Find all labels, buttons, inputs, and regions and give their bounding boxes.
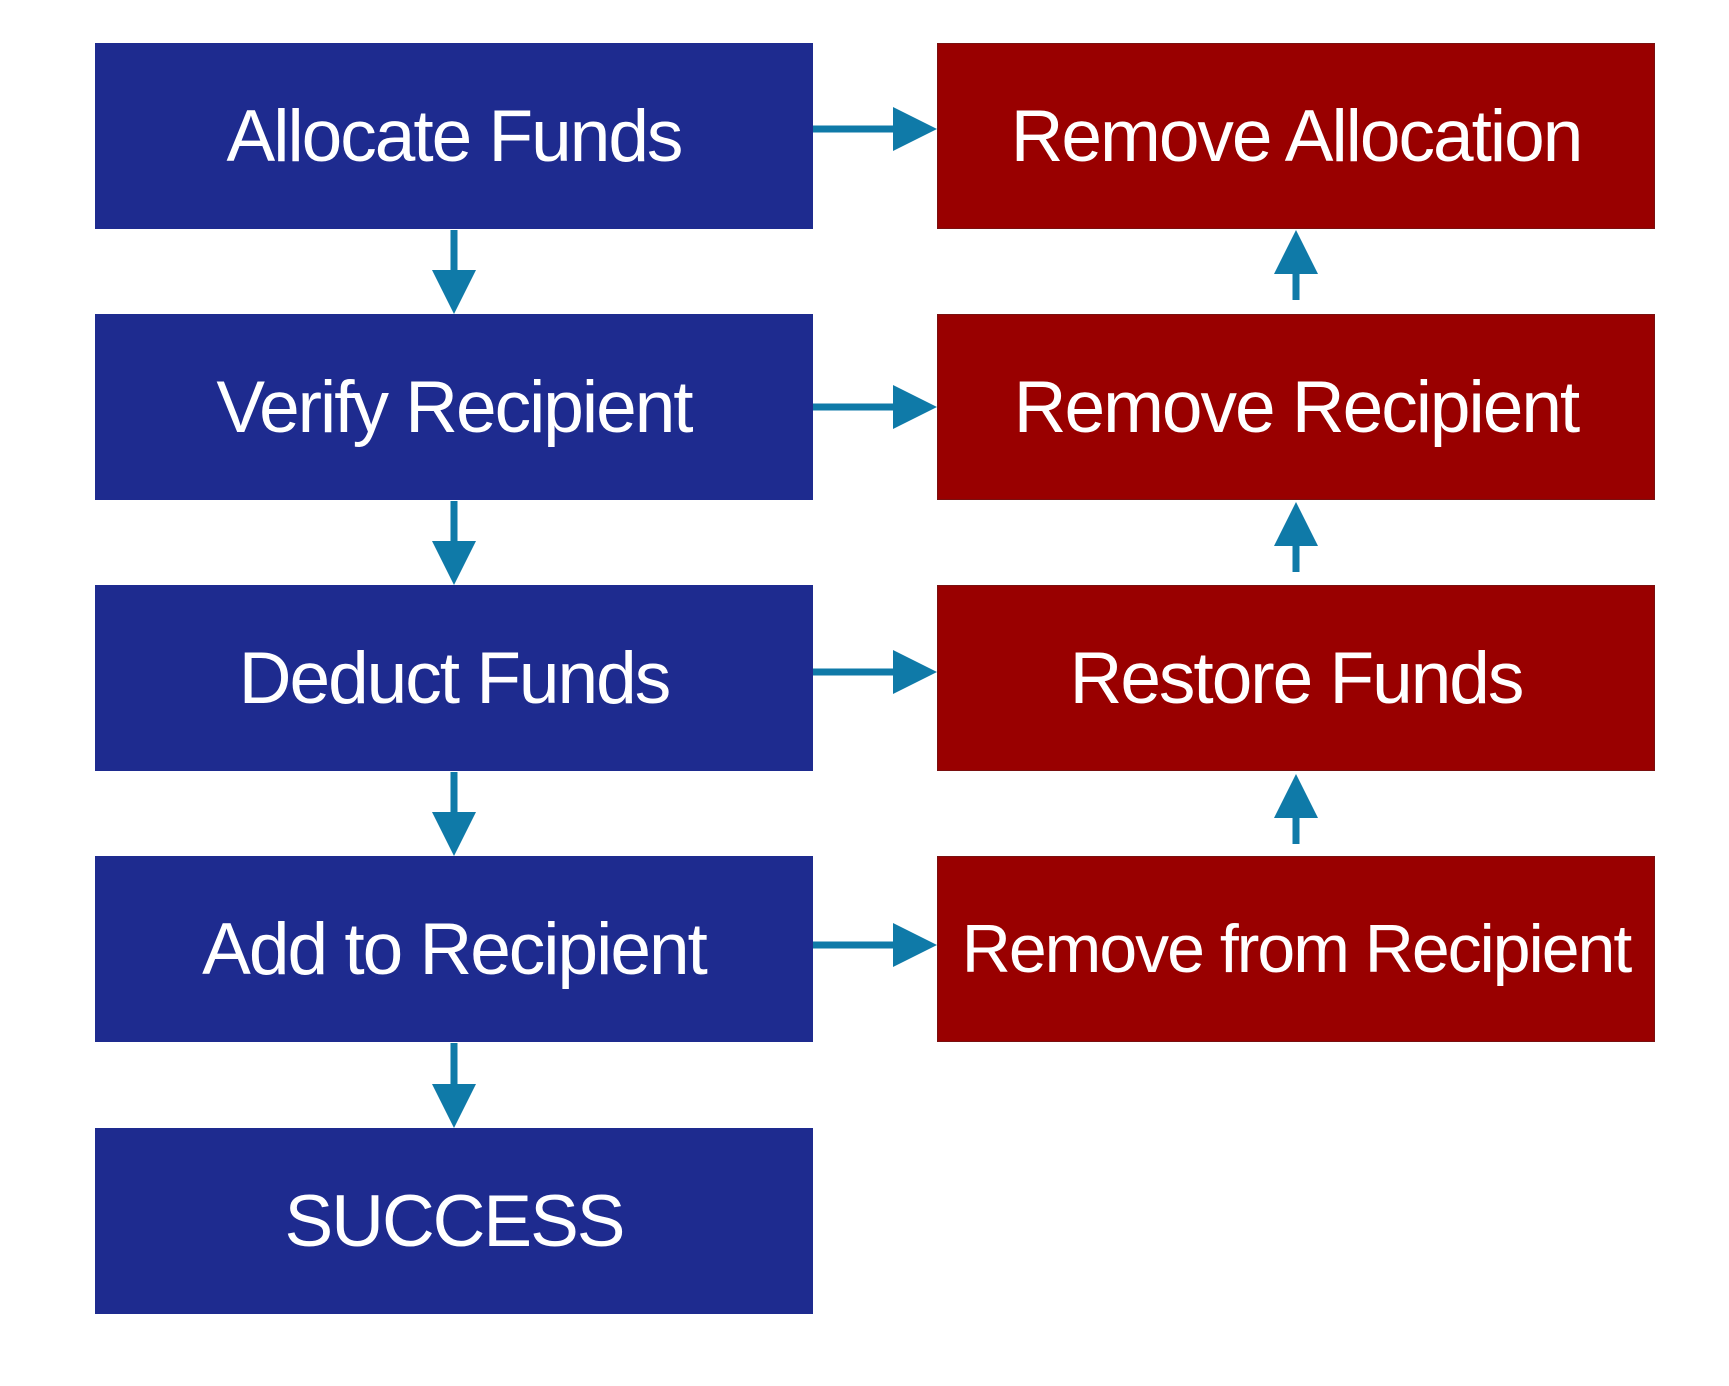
undo-label: Remove Recipient	[1013, 366, 1580, 448]
step-add-to-recipient: Add to Recipient	[95, 856, 813, 1042]
step-label: SUCCESS	[284, 1180, 626, 1262]
step-label: Add to Recipient	[202, 908, 708, 990]
arrow-down-2	[432, 501, 476, 585]
undo-remove-allocation: Remove Allocation	[937, 43, 1655, 229]
arrow-down-1	[432, 230, 476, 314]
arrow-down-4	[432, 1043, 476, 1128]
arrow-right-2	[813, 385, 937, 429]
undo-remove-recipient: Remove Recipient	[937, 314, 1655, 500]
undo-restore-funds: Restore Funds	[937, 585, 1655, 771]
step-label: Deduct Funds	[238, 637, 671, 719]
step-allocate-funds: Allocate Funds	[95, 43, 813, 229]
arrow-right-3	[813, 650, 937, 694]
arrow-up-2	[1274, 502, 1318, 572]
undo-remove-from-recipient: Remove from Recipient	[937, 856, 1655, 1042]
undo-label: Restore Funds	[1069, 637, 1525, 719]
step-verify-recipient: Verify Recipient	[95, 314, 813, 500]
step-deduct-funds: Deduct Funds	[95, 585, 813, 771]
arrow-up-1	[1274, 230, 1318, 300]
arrow-right-1	[813, 107, 937, 151]
step-label: Allocate Funds	[226, 95, 684, 177]
arrow-up-3	[1274, 774, 1318, 844]
arrow-down-3	[432, 772, 476, 856]
undo-label: Remove Allocation	[1010, 95, 1584, 177]
arrow-right-4	[813, 923, 937, 967]
step-label: Verify Recipient	[216, 366, 693, 448]
undo-label: Remove from Recipient	[961, 911, 1632, 987]
step-success: SUCCESS	[95, 1128, 813, 1314]
